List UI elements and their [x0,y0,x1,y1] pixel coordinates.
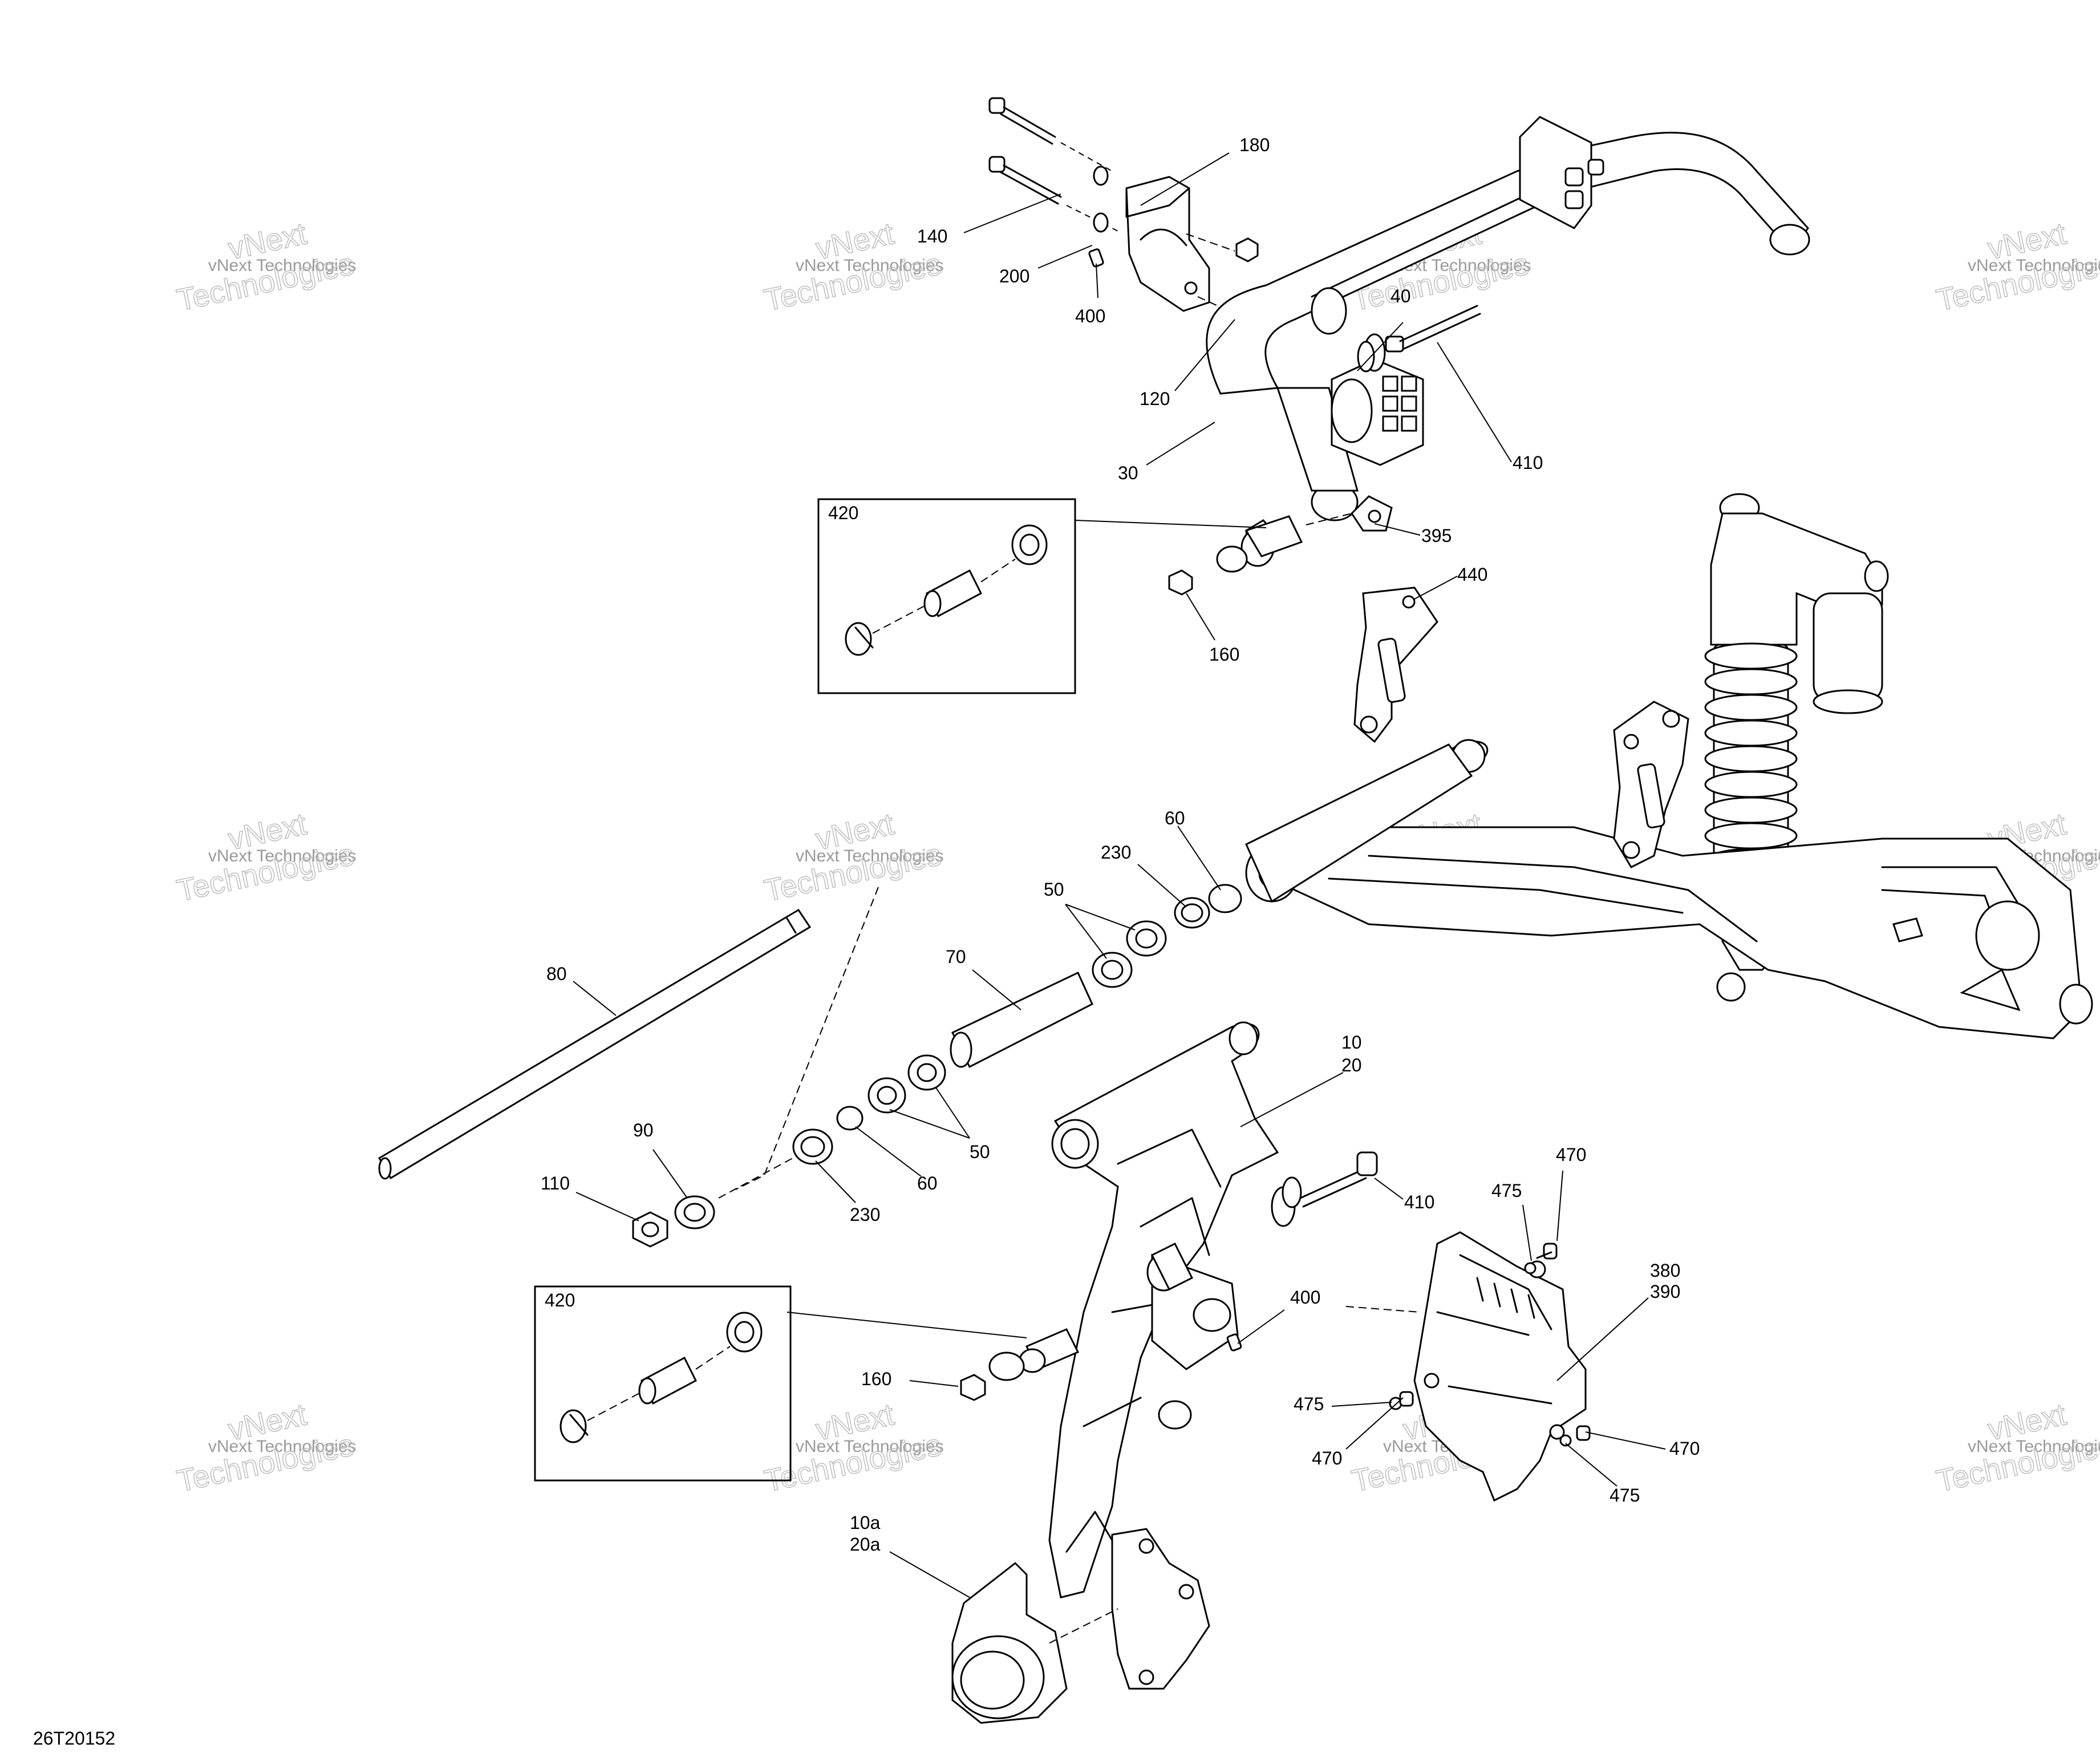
seal-60-lower [836,1106,863,1131]
bolt-410-lower [1271,1151,1378,1227]
callout-20: 20 [1341,1055,1362,1075]
washers-140 [1093,165,1109,233]
callout-160b: 160 [861,1369,891,1389]
diagram-code: 26T20152 [33,1728,115,1749]
detail-box-420-lower: 420 [534,1285,792,1482]
callout-140: 140 [917,226,947,246]
lower-a-arm [1048,1021,1279,1599]
pivot-shaft-80 [378,908,812,1180]
callout-labels: 180 140 200 400 120 40 30 410 395 440 16… [541,135,1700,1555]
callout-110: 110 [541,1173,570,1193]
svg-text:vNext Technologies: vNext Technologies [208,1437,356,1456]
spacer-70 [951,971,1093,1069]
callout-475b: 475 [1294,1394,1324,1414]
callout-230b: 230 [850,1204,880,1225]
svg-text:vNext Technologies: vNext Technologies [208,847,356,865]
svg-text:vNext Technologies: vNext Technologies [796,847,944,865]
callout-475: 475 [1491,1180,1522,1201]
callout-470b: 470 [1312,1448,1342,1468]
callout-470c: 470 [1669,1438,1700,1459]
callout-60b: 60 [917,1173,938,1193]
bolt-140-upper [988,97,1113,172]
link-end-395 [1306,495,1393,532]
callout-470: 470 [1556,1144,1586,1165]
callout-200: 200 [999,266,1029,286]
bushing-set-160-top [1168,515,1303,596]
bushing-lower [1146,1242,1194,1292]
stud-400-lower [1226,1333,1242,1352]
svg-text:vNext Technologies: vNext Technologies [1968,1437,2100,1456]
callout-410b: 410 [1404,1192,1434,1212]
callout-50: 50 [1044,879,1064,900]
seal-60-upper [1208,884,1242,913]
callout-90: 90 [633,1120,654,1140]
callout-475c: 475 [1610,1485,1640,1506]
callout-395: 395 [1421,525,1452,546]
skid-plate-380 [1413,1231,1587,1502]
bushing-40 [1331,358,1424,466]
watermark-4: vNext Technologies vNext Technologies [1933,216,2100,318]
bolt-410-top [1357,305,1481,373]
watermark-9: vNext Technologies vNext Technologies [173,1397,357,1499]
callout-420: 420 [828,503,858,523]
callout-70: 70 [946,946,966,967]
callout-400b: 400 [1290,1287,1320,1308]
callout-60: 60 [1165,808,1185,828]
callout-80: 80 [546,964,567,984]
leader-lines [573,152,1666,1598]
svg-text:vNext Technologies: vNext Technologies [208,256,356,275]
watermark-12: vNext Technologies vNext Technologies [1933,1397,2100,1499]
callout-20a: 20a [850,1534,881,1555]
watermark-6: vNext Technologies vNext Technologies [761,807,944,909]
callout-10: 10 [1341,1032,1362,1053]
detail-box-420-upper: 420 [817,498,1076,694]
hub-10a [951,1528,1210,1724]
watermark-5: vNext Technologies vNext Technologies [173,807,357,909]
bushing-block-top [1519,116,1604,229]
stabilizer-bar-30 [1206,132,1810,521]
callout-400: 400 [1075,306,1105,326]
pivot-parts-lower [632,1054,946,1248]
link-bracket-440b [1613,701,1689,868]
dashed-guide [735,887,879,1190]
svg-text:vNext Technologies: vNext Technologies [796,256,944,275]
svg-text:vNext Technologies: vNext Technologies [796,1437,944,1456]
bracket-440 [1353,586,1438,743]
clamp-180 [1125,176,1210,312]
stud-400-top [1088,248,1104,268]
callout-390: 390 [1650,1281,1680,1302]
callout-40: 40 [1390,286,1411,306]
watermark-10: vNext Technologies vNext Technologies [761,1397,944,1499]
callout-380: 380 [1650,1260,1680,1281]
callout-180: 180 [1239,135,1270,155]
callout-440: 440 [1457,564,1487,585]
callout-230: 230 [1101,842,1131,863]
callout-30: 30 [1118,463,1138,483]
callout-50b: 50 [970,1142,990,1162]
callout-120: 120 [1140,389,1170,409]
fasteners-470-475 [1389,1243,1591,1447]
watermark-1: vNext Technologies vNext Technologies [173,216,357,318]
callout-420b: 420 [545,1290,575,1310]
callout-160: 160 [1209,644,1239,665]
svg-text:vNext Technologies: vNext Technologies [1968,256,2100,275]
callout-410: 410 [1513,452,1543,473]
upper-a-arm [1245,739,2093,1039]
pivot-parts-upper [950,884,1242,1069]
watermark-2: vNext Technologies vNext Technologies [761,216,944,318]
callout-10a: 10a [850,1512,881,1533]
bushing-set-160-lower [960,1328,1080,1401]
